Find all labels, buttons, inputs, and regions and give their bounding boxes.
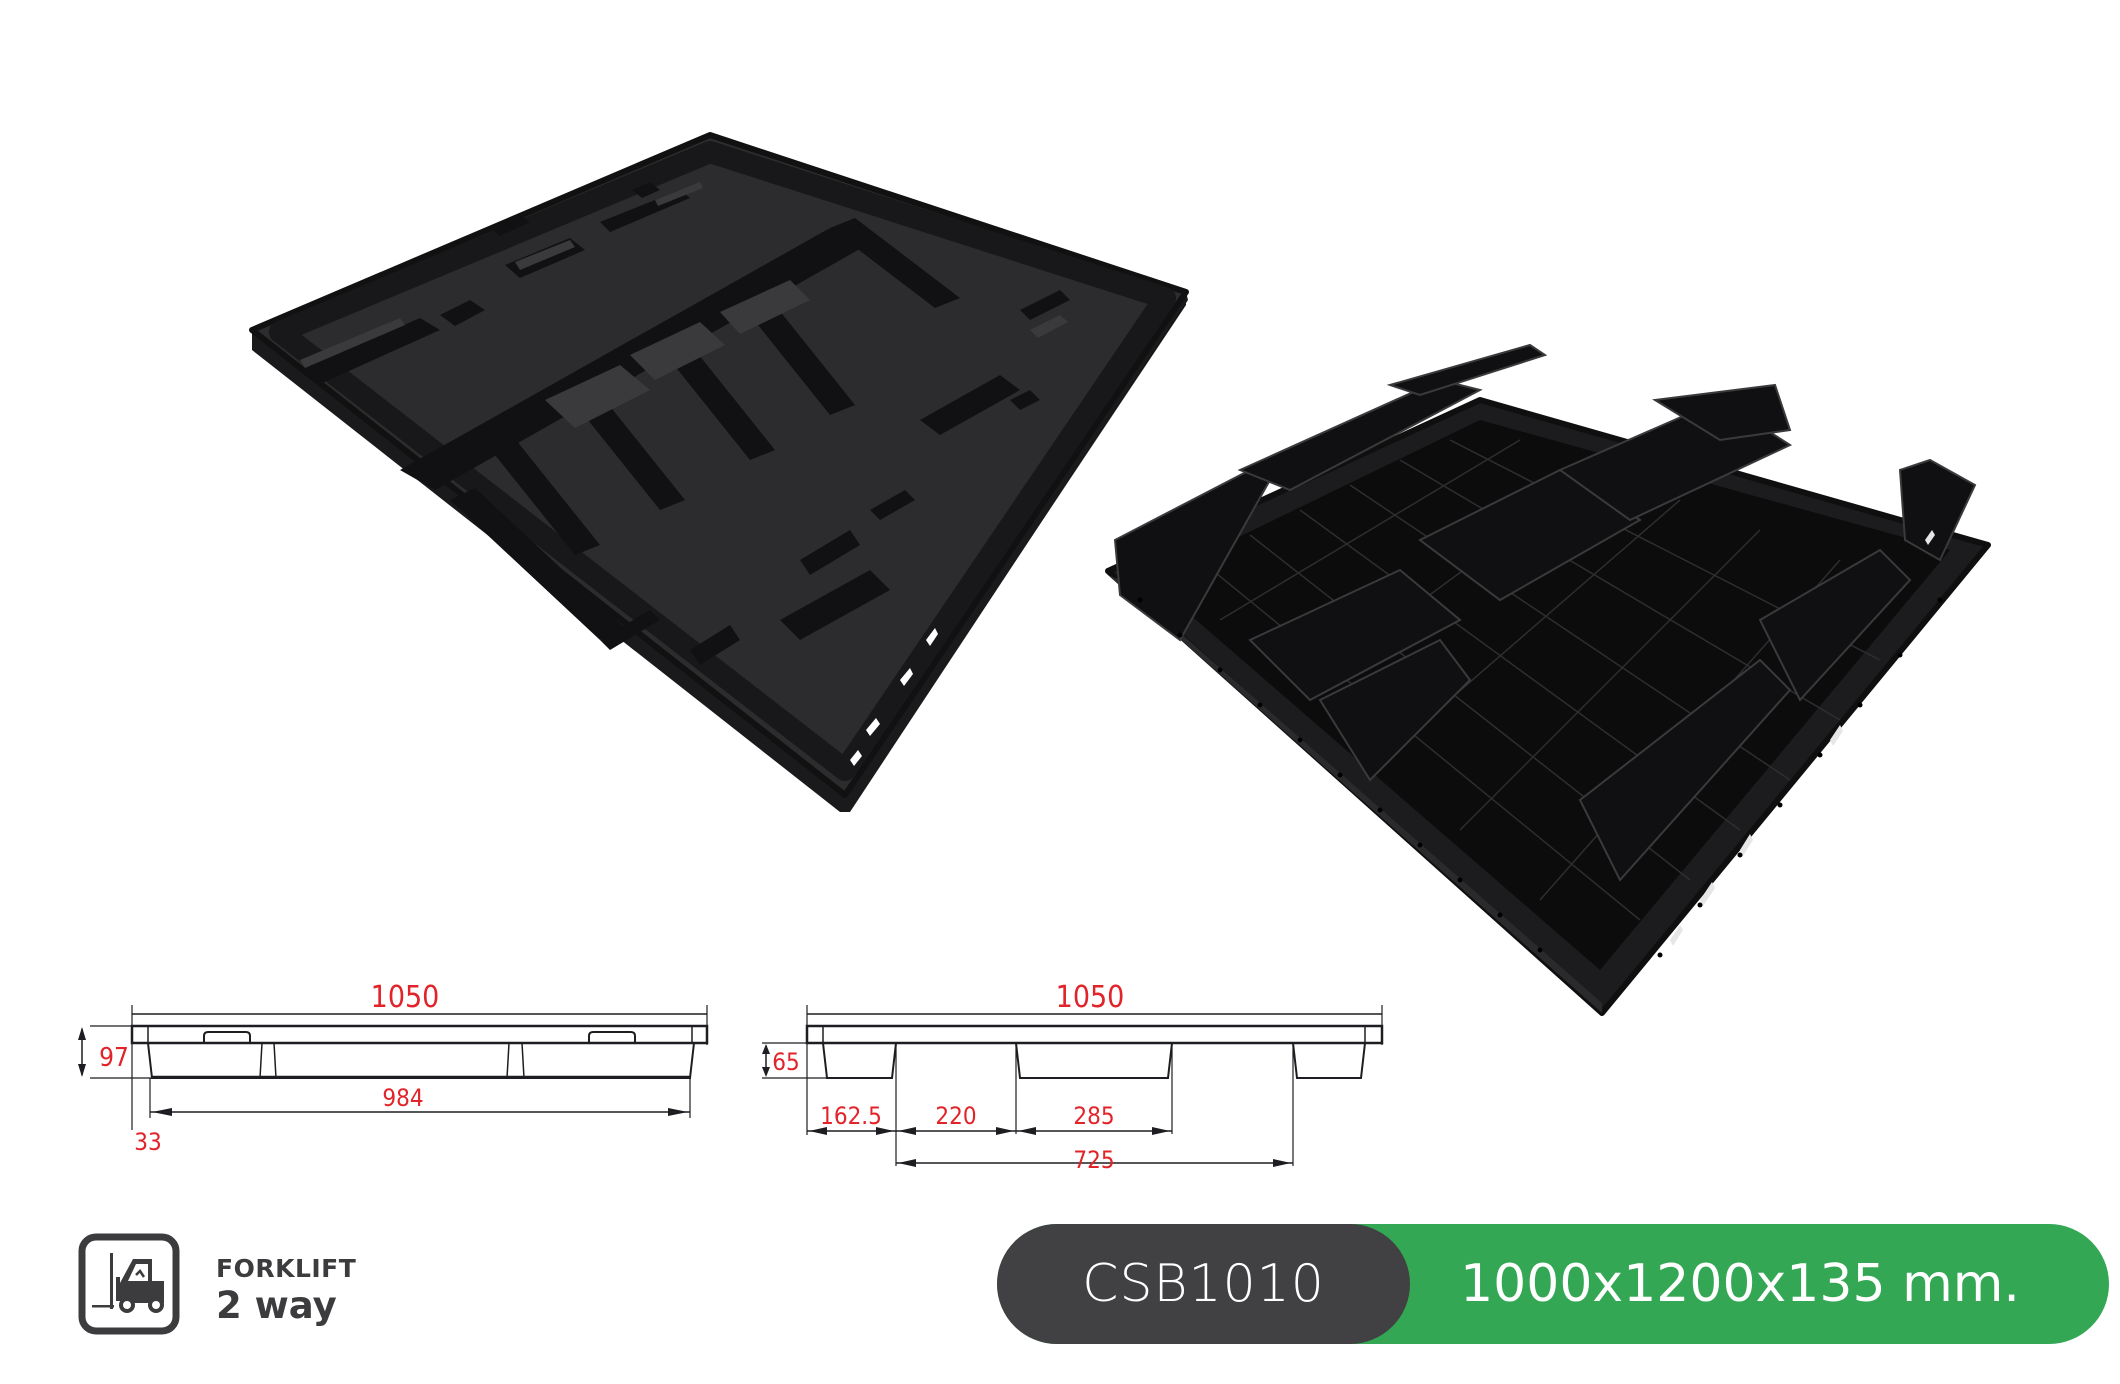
end-dim-c: 285 (1073, 1102, 1114, 1130)
end-dim-b: 220 (935, 1102, 976, 1130)
end-dim-a: 162.5 (820, 1102, 882, 1130)
pallet-top-illustration (249, 132, 1189, 812)
side-offset: 33 (134, 1128, 161, 1156)
side-overall-length: 1050 (371, 980, 440, 1015)
forklift-feature (78, 1233, 180, 1335)
end-overall-length: 1050 (1056, 980, 1125, 1015)
end-dim-d: 725 (1073, 1146, 1114, 1174)
badge-model-segment (997, 1224, 1410, 1344)
product-badge: CSB1010 1000x1200x135 mm. (997, 1224, 2109, 1344)
feature-value: 2 way (216, 1284, 337, 1327)
pallet-bottom-photo (1090, 340, 2000, 1030)
side-inner-length: 984 (382, 1084, 423, 1112)
side-view-drawing: 1050 97 984 33 (60, 980, 740, 1160)
forklift-icon (78, 1233, 180, 1335)
end-leg-height: 65 (772, 1048, 799, 1076)
side-height: 97 (99, 1043, 129, 1073)
pallet-bottom-illustration (1105, 343, 1991, 1016)
end-view-drawing: 1050 65 162.5 220 285 725 (760, 980, 1420, 1180)
feature-title: FORKLIFT (216, 1254, 357, 1283)
product-model: CSB1010 (1082, 1254, 1325, 1314)
product-size: 1000x1200x135 mm. (1460, 1254, 2020, 1314)
pallet-top-photo (0, 0, 1220, 830)
